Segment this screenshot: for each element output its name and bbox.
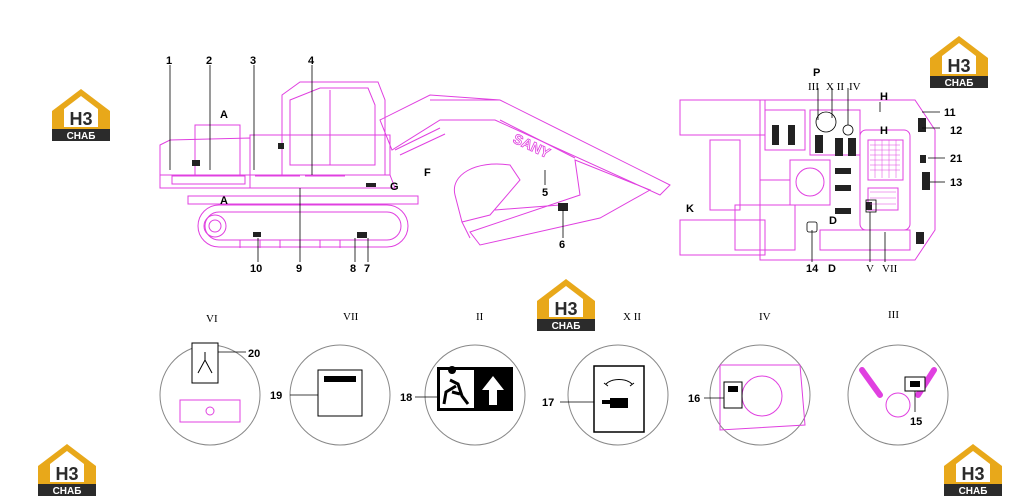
- detail-header-vi: VI: [206, 313, 218, 325]
- view-p: P: [813, 67, 820, 79]
- detail-header-xii: X II: [623, 311, 641, 323]
- callout-20: 20: [248, 348, 260, 360]
- view-d-bottom: D: [828, 263, 836, 275]
- logo-line1: H3: [55, 464, 78, 484]
- top-view-small-parts: [806, 111, 877, 233]
- callout-14: 14: [806, 263, 819, 275]
- top-view-grid-patterns: [870, 140, 900, 205]
- watermark-logo-left: H3 СНАБ: [50, 85, 112, 142]
- callout-13: 13: [950, 177, 962, 189]
- logo-line1: H3: [947, 56, 970, 76]
- callout-8: 8: [350, 263, 356, 275]
- view-k: K: [686, 203, 694, 215]
- callout-17: 17: [542, 397, 554, 409]
- detail-xii-content: [560, 365, 645, 433]
- callout-3: 3: [250, 55, 256, 67]
- watermark-logo-bottom-right: H3 СНАБ: [942, 440, 1004, 497]
- view-h-top: H: [880, 91, 888, 103]
- logo-line2: СНАБ: [959, 486, 988, 496]
- logo-line2: СНАБ: [67, 131, 96, 141]
- logo-line1: H3: [961, 464, 984, 484]
- house-logo-icon: H3 СНАБ: [38, 444, 96, 497]
- house-logo-icon: H3 СНАБ: [537, 279, 595, 332]
- view-d-inner: D: [829, 215, 837, 227]
- callout-18: 18: [400, 392, 412, 404]
- callout-2: 2: [206, 55, 212, 67]
- detail-g: G: [390, 181, 399, 193]
- house-logo-icon: H3 СНАБ: [52, 89, 110, 142]
- top-roman-vii: VII: [882, 263, 898, 275]
- detail-iv-content: [704, 364, 806, 431]
- top-roman-v: V: [866, 263, 874, 275]
- callout-1: 1: [166, 55, 172, 67]
- logo-line2: СНАБ: [552, 321, 581, 331]
- top-roman-iv: IV: [849, 81, 861, 93]
- detail-vii-content: [290, 369, 363, 417]
- top-view-leaders: [811, 88, 945, 262]
- callout-19: 19: [270, 390, 282, 402]
- callout-5: 5: [542, 187, 548, 199]
- side-view-callout-numbers: 1 2 3 4 5 6 7 8 9 10: [166, 55, 565, 275]
- excavator-side-view: [159, 81, 671, 248]
- view-f: F: [424, 167, 431, 179]
- watermark-logo-center: H3 СНАБ: [535, 275, 597, 332]
- house-logo-icon: H3 СНАБ: [944, 444, 1002, 497]
- top-roman-iii: III: [808, 81, 819, 93]
- callout-21: 21: [950, 153, 962, 165]
- detail-headers: VI VII II X II IV III: [206, 309, 899, 325]
- watermark-logo-top-right: H3 СНАБ: [928, 32, 990, 89]
- side-view-leaders: [169, 65, 564, 262]
- watermark-logo-bottom-left: H3 СНАБ: [36, 440, 98, 497]
- detail-iii-content: [859, 367, 937, 418]
- detail-callout-numbers: 20 19 18 17 16 15: [248, 348, 922, 428]
- top-view-labels: P III X II IV H H 11 12 21 13 D 14 D V V…: [806, 67, 962, 275]
- boom-brand: SANY: [511, 130, 554, 161]
- logo-line2: СНАБ: [945, 78, 974, 88]
- section-a-bottom: A: [220, 195, 228, 207]
- callout-16: 16: [688, 393, 700, 405]
- callout-11: 11: [944, 107, 956, 119]
- logo-line1: H3: [69, 109, 92, 129]
- callout-9: 9: [296, 263, 302, 275]
- detail-ii-exit-sign: [415, 366, 513, 411]
- logo-line2: СНАБ: [53, 486, 82, 496]
- callout-6: 6: [559, 239, 565, 251]
- excavator-top-view: [679, 99, 936, 261]
- detail-header-vii: VII: [343, 311, 359, 323]
- callout-15: 15: [910, 416, 922, 428]
- callout-10: 10: [250, 263, 262, 275]
- callout-7: 7: [364, 263, 370, 275]
- detail-vi-content: [179, 342, 246, 423]
- detail-header-iv: IV: [759, 311, 771, 323]
- section-a-top: A: [220, 109, 228, 121]
- top-roman-xii: X II: [826, 81, 844, 93]
- house-logo-icon: H3 СНАБ: [930, 36, 988, 89]
- logo-line1: H3: [554, 299, 577, 319]
- view-h-inner: H: [880, 125, 888, 137]
- callout-12: 12: [950, 125, 962, 137]
- detail-header-ii: II: [476, 311, 484, 323]
- callout-4: 4: [308, 55, 315, 67]
- top-view-decals: [772, 118, 930, 244]
- side-view-decals: [192, 143, 568, 238]
- detail-header-iii: III: [888, 309, 899, 321]
